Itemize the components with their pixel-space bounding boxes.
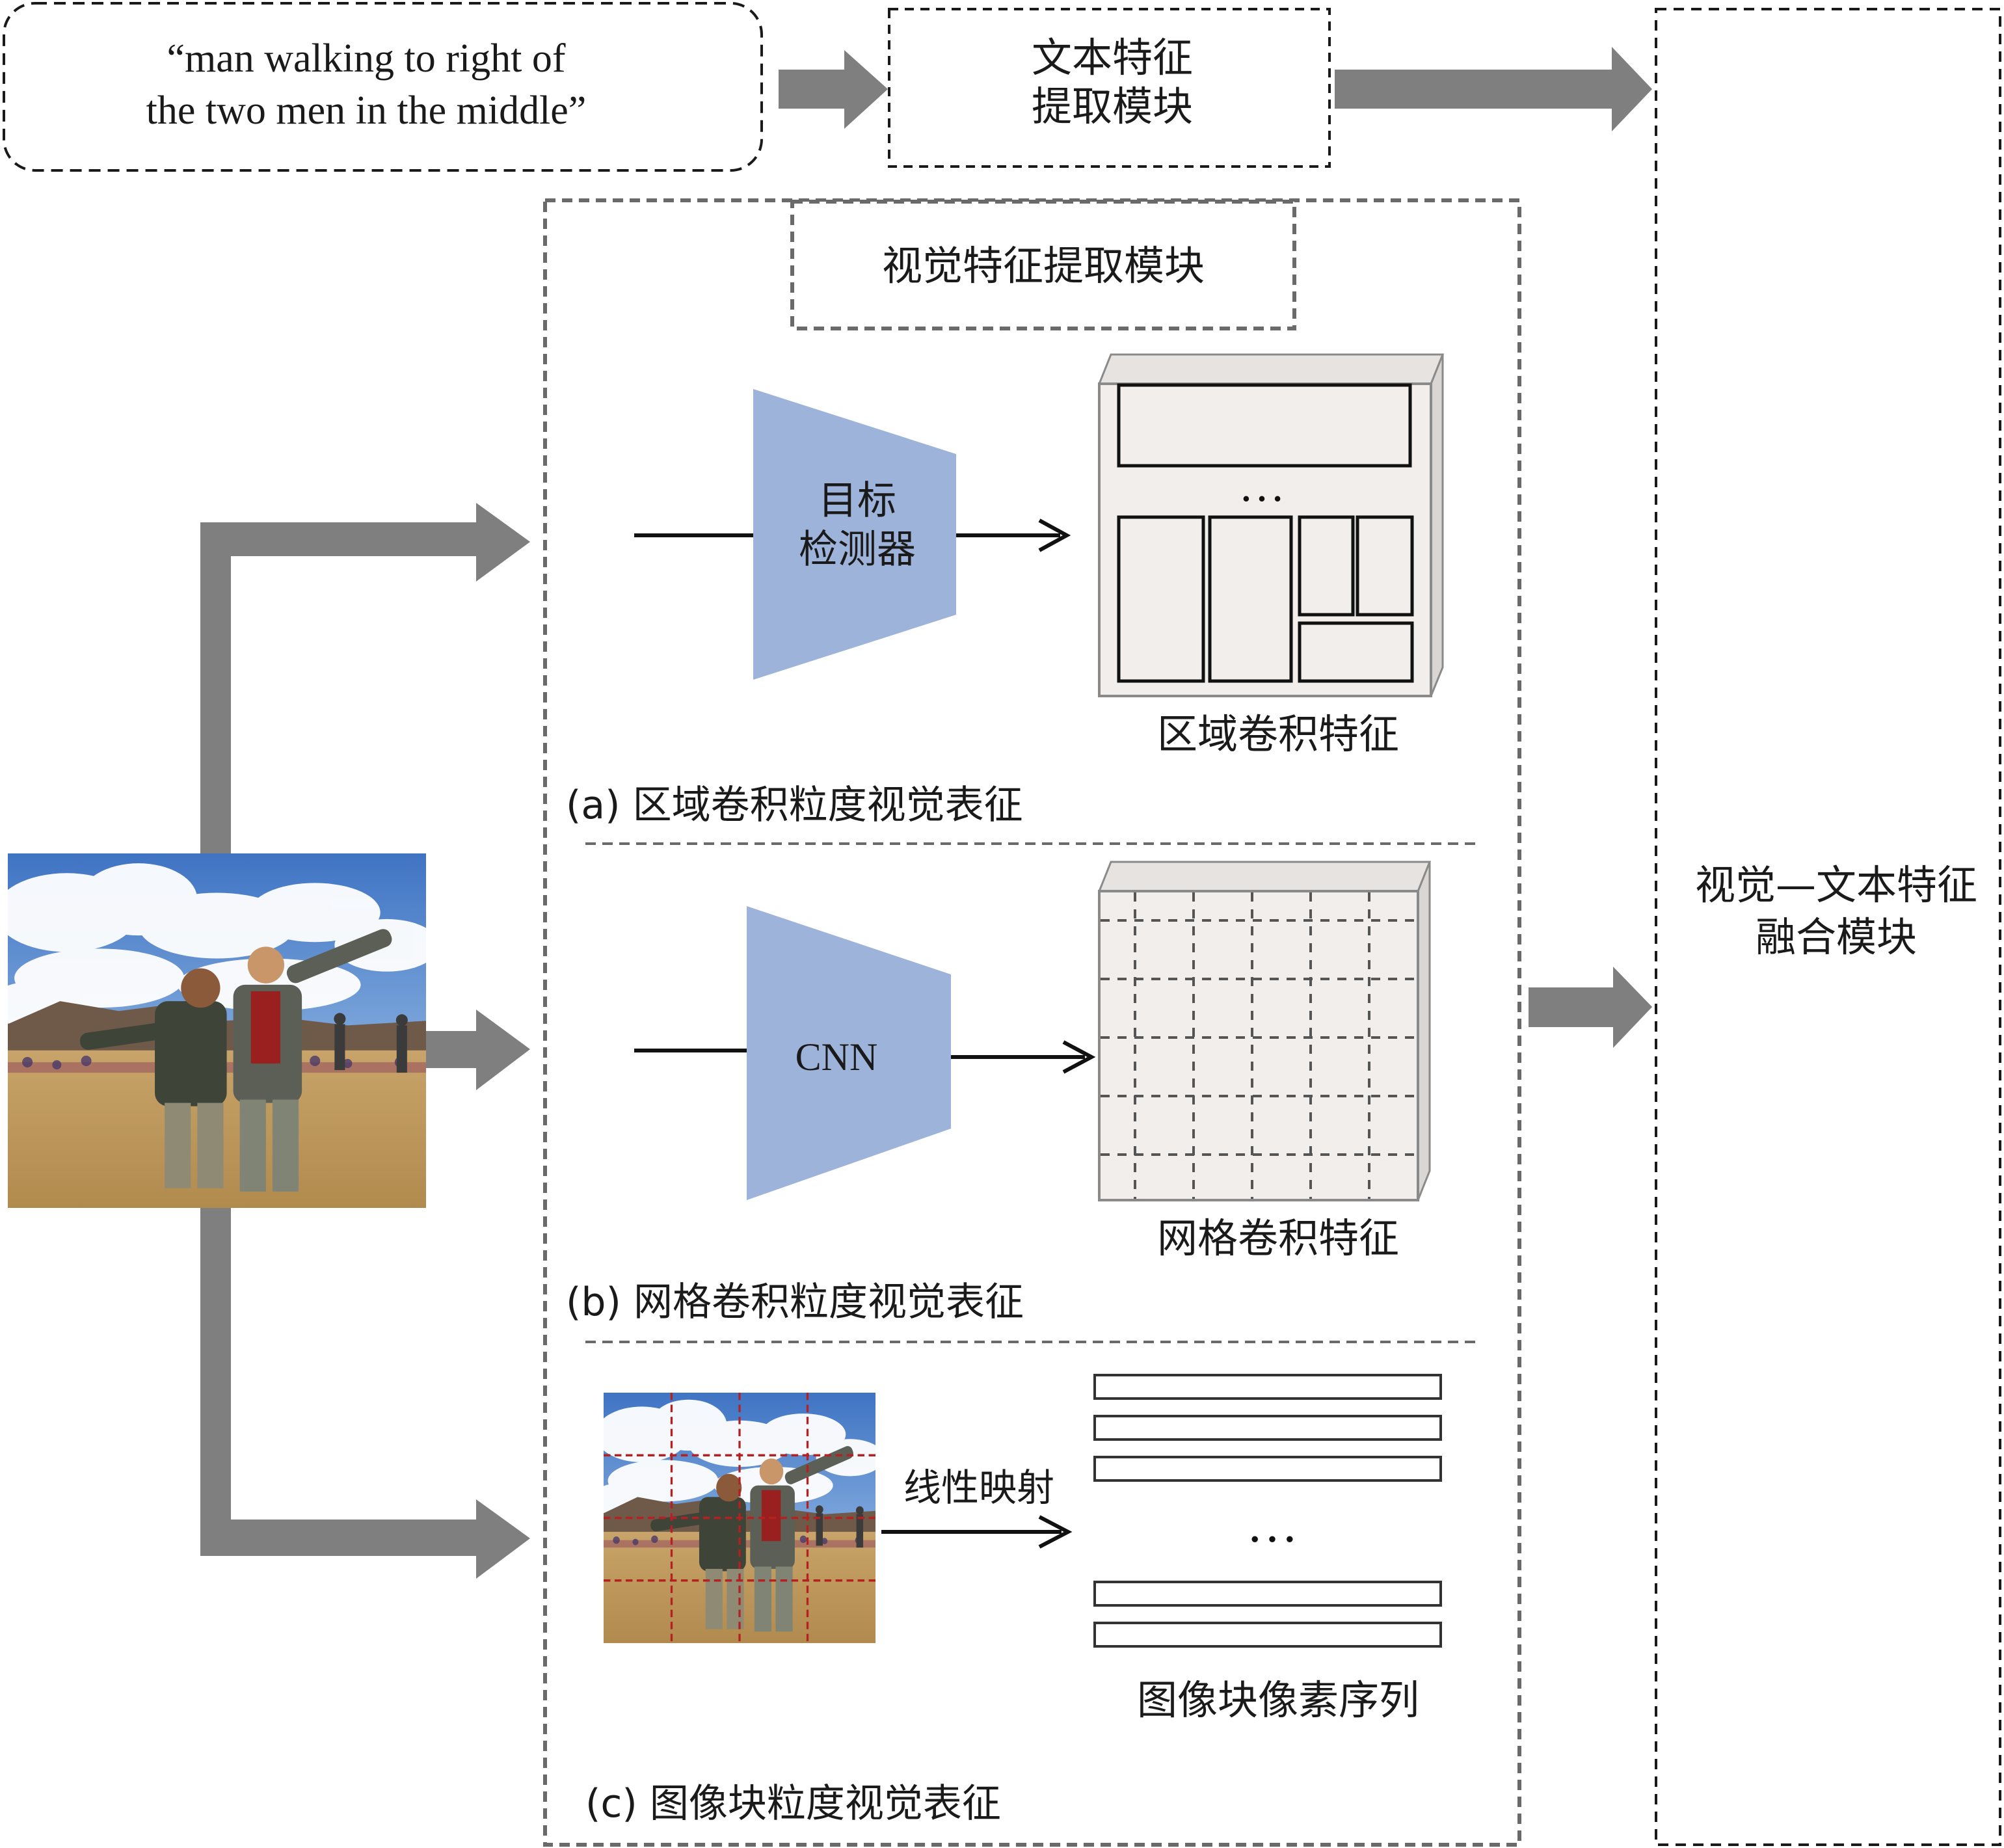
cnn-label: CNN <box>795 1036 878 1078</box>
query-box <box>3 2 763 172</box>
cnn-trapezoid <box>747 906 951 1200</box>
patch-token-5 <box>1093 1622 1442 1648</box>
section-c-caption: (c) 图像块粒度视觉表征 <box>585 1781 1001 1827</box>
patch-sequence-ellipsis: … <box>1246 1496 1298 1553</box>
query-text-line2: the two men in the middle” <box>146 88 587 133</box>
grid-feature-block <box>1097 861 1432 1201</box>
text-module-to-fusion-arrow <box>1335 47 1652 131</box>
patch-sequence <box>1093 1374 1442 1648</box>
patch-sequence-label: 图像块像素序列 <box>1137 1676 1419 1724</box>
section-b-caption: (b) 网格卷积粒度视觉表征 <box>566 1279 1024 1325</box>
patch-token-1 <box>1093 1374 1442 1400</box>
linear-projection-arrowhead <box>1038 1515 1073 1549</box>
patched-image <box>604 1393 875 1643</box>
region-feature-block <box>1097 353 1445 697</box>
query-to-text-module-arrow <box>779 50 888 129</box>
linear-projection-label: 线性映射 <box>903 1466 1054 1510</box>
fusion-module-line2: 融合模块 <box>1756 913 1917 961</box>
grid-feature-label: 网格卷积特征 <box>1157 1214 1399 1262</box>
text-module-line2: 提取模块 <box>1032 83 1193 130</box>
text-module-line1: 文本特征 <box>1032 34 1193 81</box>
object-detector-trapezoid <box>753 389 956 680</box>
fusion-module-line1: 视觉—文本特征 <box>1695 861 1977 909</box>
region-feature-label: 区域卷积特征 <box>1157 710 1399 758</box>
detector-label-line2: 检测器 <box>799 527 916 572</box>
region-feature-ellipsis: … <box>1238 459 1285 511</box>
branch-arrow-bottom <box>200 1203 530 1579</box>
section-a-caption: (a) 区域卷积粒度视觉表征 <box>566 783 1023 828</box>
query-text-line1: “man walking to right of <box>167 36 566 81</box>
visual-to-fusion-arrow <box>1529 967 1652 1048</box>
visual-feature-module-box <box>543 198 1521 1847</box>
patch-token-2 <box>1093 1415 1442 1441</box>
detector-label-line1: 目标 <box>818 478 896 524</box>
patch-token-4 <box>1093 1581 1442 1607</box>
text-feature-module-box <box>888 8 1331 168</box>
detector-output-arrowhead <box>1038 518 1071 552</box>
cnn-output-arrowhead <box>1062 1040 1096 1074</box>
patch-token-3 <box>1093 1456 1442 1482</box>
input-image <box>0 853 439 1208</box>
branch-arrow-middle <box>426 1010 530 1090</box>
visual-module-title: 视觉特征提取模块 <box>882 242 1205 289</box>
branch-arrows <box>200 503 530 859</box>
visual-module-title-box <box>790 200 1296 330</box>
